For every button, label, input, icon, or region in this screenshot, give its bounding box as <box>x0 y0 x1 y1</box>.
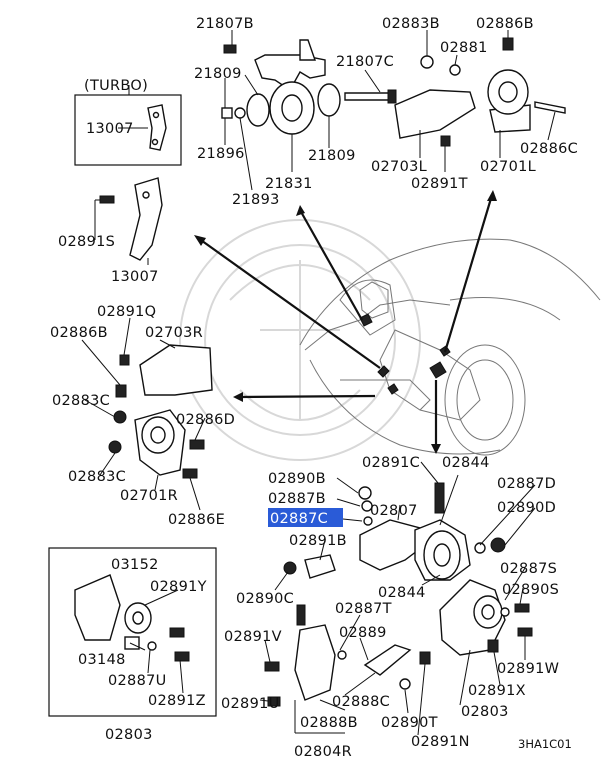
label-02803-box[interactable]: 02803 <box>105 727 153 743</box>
rear-mount-bracket-assembly <box>221 39 397 135</box>
label-02888b[interactable]: 02888B <box>300 715 358 731</box>
turbo-variant-box <box>74 85 182 166</box>
label-02703r[interactable]: 02703R <box>145 325 203 341</box>
label-02886b-left[interactable]: 02886B <box>50 325 108 341</box>
label-02886c[interactable]: 02886C <box>520 141 578 157</box>
label-02804r[interactable]: 02804R <box>294 744 352 760</box>
label-21896[interactable]: 21896 <box>197 146 245 162</box>
label-02881[interactable]: 02881 <box>440 40 488 56</box>
label-02887d[interactable]: 02887D <box>497 476 556 492</box>
label-02891b[interactable]: 02891B <box>289 533 347 549</box>
label-02888c[interactable]: 02888C <box>332 694 390 710</box>
label-02887u[interactable]: 02887U <box>108 673 167 689</box>
label-02886e[interactable]: 02886E <box>168 512 225 528</box>
watermark-emblem <box>179 219 421 461</box>
label-02889[interactable]: 02889 <box>339 625 387 641</box>
label-21809-a[interactable]: 21809 <box>194 66 242 82</box>
label-02883c-a[interactable]: 02883C <box>52 393 110 409</box>
label-02887c-highlighted[interactable]: 02887C <box>270 511 328 527</box>
label-21831[interactable]: 21831 <box>265 176 313 192</box>
label-21893[interactable]: 21893 <box>232 192 280 208</box>
label-02891c[interactable]: 02891C <box>362 455 420 471</box>
highlight-box <box>268 508 343 527</box>
pointer-arrows <box>194 190 497 454</box>
rear-roll-stopper-assembly <box>439 579 533 656</box>
diagram-code: 3HA1C01 <box>518 737 572 751</box>
label-02891u[interactable]: 02891U <box>221 696 280 712</box>
leader-lines <box>81 30 556 736</box>
label-02891x[interactable]: 02891X <box>468 683 526 699</box>
label-02891y[interactable]: 02891Y <box>150 579 207 595</box>
label-21807b[interactable]: 21807B <box>196 16 254 32</box>
label-02891s[interactable]: 02891S <box>58 234 115 250</box>
label-03148[interactable]: 03148 <box>78 652 126 668</box>
label-02701r[interactable]: 02701R <box>120 488 178 504</box>
bracket-13007 <box>99 177 163 261</box>
label-02891v[interactable]: 02891V <box>224 629 282 645</box>
left-mount-assembly <box>394 37 566 147</box>
part-labels: 21807B 21809 21896 21831 21893 21809 218… <box>50 16 578 760</box>
label-turbo: (TURBO) <box>84 78 148 94</box>
label-02891q[interactable]: 02891Q <box>97 304 156 320</box>
label-02703l[interactable]: 02703L <box>371 159 427 175</box>
label-02883c-b[interactable]: 02883C <box>68 469 126 485</box>
label-02886d[interactable]: 02886D <box>176 412 235 428</box>
label-13007-turbo[interactable]: 13007 <box>86 121 134 137</box>
label-02701l[interactable]: 02701L <box>480 159 536 175</box>
label-02887s[interactable]: 02887S <box>500 561 557 577</box>
label-21807c[interactable]: 21807C <box>336 54 394 70</box>
label-02887t[interactable]: 02887T <box>335 601 392 617</box>
label-21809-b[interactable]: 21809 <box>308 148 356 164</box>
label-02807[interactable]: 02807 <box>370 503 418 519</box>
label-02891w[interactable]: 02891W <box>497 661 559 677</box>
label-02890s[interactable]: 02890S <box>502 582 559 598</box>
vehicle-outline <box>299 238 601 456</box>
stopper-box-02803 <box>48 547 217 717</box>
label-02890d[interactable]: 02890D <box>497 500 556 516</box>
right-mount-assembly <box>108 344 213 479</box>
label-02890b[interactable]: 02890B <box>268 471 326 487</box>
rear-mount-link-assembly <box>264 604 431 707</box>
label-03152[interactable]: 03152 <box>111 557 159 573</box>
label-02890t[interactable]: 02890T <box>381 715 438 731</box>
label-02890c[interactable]: 02890C <box>236 591 294 607</box>
label-02891z[interactable]: 02891Z <box>148 693 206 709</box>
label-02887b[interactable]: 02887B <box>268 491 326 507</box>
label-02891n[interactable]: 02891N <box>411 734 470 750</box>
label-02844-a[interactable]: 02844 <box>442 455 490 471</box>
front-roll-stopper-assembly <box>283 482 506 581</box>
label-02886b-top[interactable]: 02886B <box>476 16 534 32</box>
label-02891t[interactable]: 02891T <box>411 176 468 192</box>
label-02883b[interactable]: 02883B <box>382 16 440 32</box>
label-13007[interactable]: 13007 <box>111 269 159 285</box>
label-02844-b[interactable]: 02844 <box>378 585 426 601</box>
label-02803[interactable]: 02803 <box>461 704 509 720</box>
